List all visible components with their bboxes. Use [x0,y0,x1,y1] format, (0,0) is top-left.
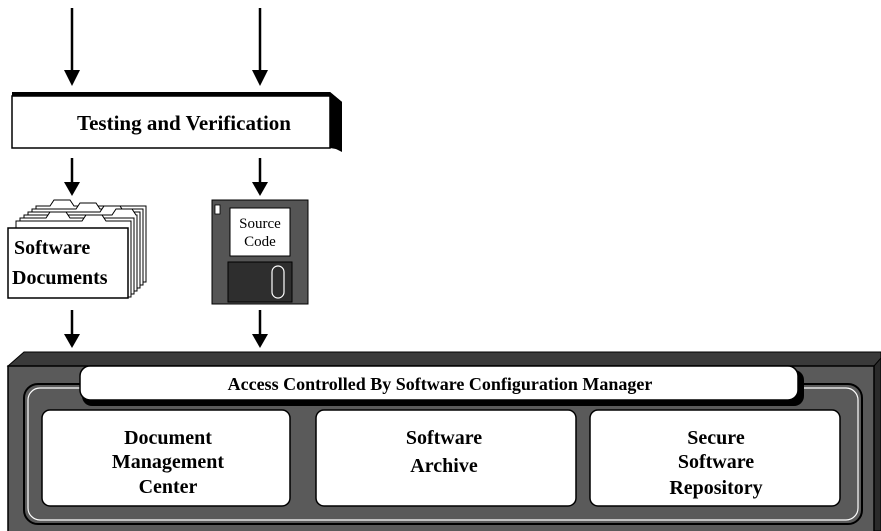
access-control-banner: Access Controlled By Software Configurat… [79,365,804,406]
software-documents-line1: Software [14,237,90,259]
arrow-to-source-code [252,158,268,196]
module-text-line: Center [139,476,198,498]
software-documents-line2: Documents [12,267,108,289]
input-arrow-right [252,8,268,86]
input-arrow-left [64,8,80,86]
source-code-line2: Code [244,234,276,250]
access-banner-label: Access Controlled By Software Configurat… [228,374,653,394]
module-secure-software-repository: Secure Software Repository [589,409,841,507]
module-text-line: Management [112,451,225,473]
arrow-source-code-to-panel [252,310,268,348]
module-text-line: Document [124,427,212,449]
module-text-line: Repository [669,477,762,499]
down-arrow-icon [252,70,268,86]
module-text-line: Software [678,451,754,473]
module-text-line: Secure [687,427,745,449]
down-arrow-icon [252,334,268,348]
arrow-documents-to-panel [64,310,80,348]
down-arrow-icon [64,182,80,196]
module-text-line: Software [406,427,482,449]
stacked-folders-icon: Software Documents [7,199,147,299]
down-arrow-icon [64,70,80,86]
module-document-management-center: Document Management Center [41,409,291,507]
arrow-to-documents [64,158,80,196]
testing-verification-label: Testing and Verification [77,111,291,135]
module-text-line: Archive [410,455,478,477]
down-arrow-icon [64,334,80,348]
module-software-archive: Software Archive [315,409,577,507]
testing-verification-box: Testing and Verification [11,92,342,152]
source-code-line1: Source [239,216,281,232]
floppy-disk-icon: Source Code [211,199,309,305]
down-arrow-icon [252,182,268,196]
